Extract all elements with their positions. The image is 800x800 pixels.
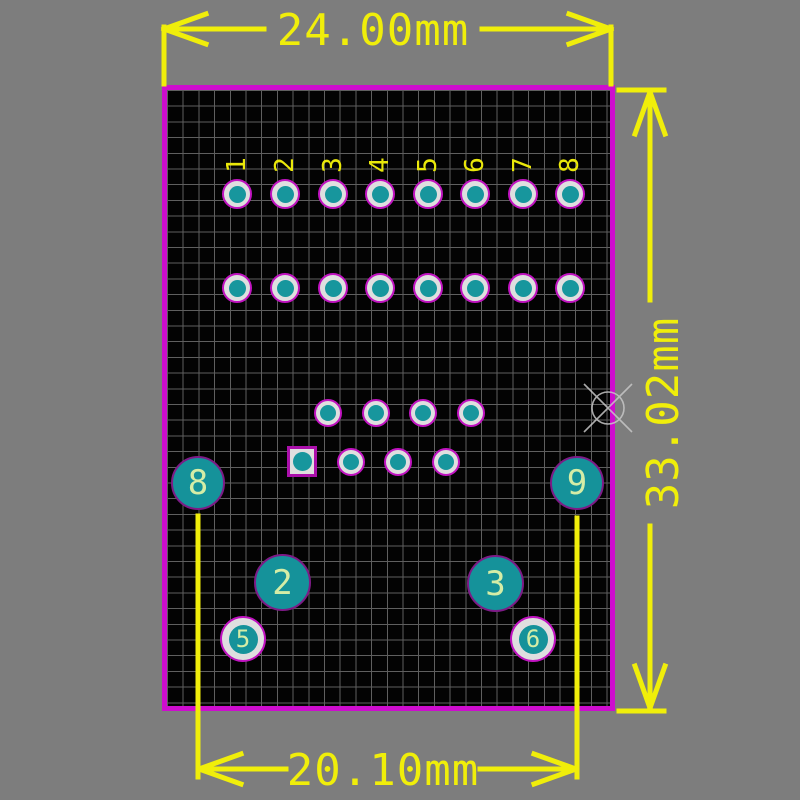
- through-hole-pad: [270, 273, 300, 303]
- pad-label: 6: [518, 624, 548, 654]
- pin-number-label: 1: [222, 157, 252, 173]
- ring-pad-6: 6: [510, 616, 556, 662]
- through-hole-pad: [413, 273, 443, 303]
- large-pad-8: 8: [171, 456, 225, 510]
- through-hole-pad: [222, 273, 252, 303]
- arrow-right-icon: [565, 10, 615, 48]
- through-hole-pad: [508, 273, 538, 303]
- small-via-pad: [409, 399, 437, 427]
- arrow-down-icon: [631, 662, 669, 712]
- through-hole-pad: [413, 179, 443, 209]
- arrow-right-icon: [530, 750, 580, 788]
- large-pad-9: 9: [550, 456, 604, 510]
- small-via-pad: [384, 448, 412, 476]
- through-hole-pad: [270, 179, 300, 209]
- pin-number-label: 4: [365, 157, 395, 173]
- pin-number-label: 8: [555, 157, 585, 173]
- pad-label: 3: [485, 563, 506, 604]
- large-pad-2: 2: [254, 554, 311, 611]
- pin-number-label: 2: [270, 157, 300, 173]
- small-via-pad: [432, 448, 460, 476]
- dimension-label-top: 24.00mm: [276, 5, 470, 56]
- through-hole-pad: [318, 273, 348, 303]
- dimension-label-right: 33.02mm: [638, 316, 689, 510]
- ring-pad-5: 5: [220, 616, 266, 662]
- arrow-left-icon: [160, 10, 210, 48]
- arrow-left-icon: [195, 750, 245, 788]
- pin-number-label: 5: [413, 157, 443, 173]
- through-hole-pad: [508, 179, 538, 209]
- through-hole-pad: [460, 179, 490, 209]
- large-pad-3: 3: [467, 555, 524, 612]
- through-hole-pad: [365, 179, 395, 209]
- small-via-pad: [337, 448, 365, 476]
- pad-label: 8: [187, 463, 209, 503]
- dimension-label-bottom: 20.10mm: [286, 745, 480, 796]
- through-hole-pad: [555, 273, 585, 303]
- pin-number-label: 3: [318, 157, 348, 173]
- through-hole-pad: [318, 179, 348, 209]
- through-hole-pad: [460, 273, 490, 303]
- small-via-pad: [362, 399, 390, 427]
- small-via-pad: [457, 399, 485, 427]
- small-via-pad: [314, 399, 342, 427]
- through-hole-pad: [555, 179, 585, 209]
- through-hole-pad: [365, 273, 395, 303]
- pin-number-label: 6: [460, 157, 490, 173]
- pin-number-label: 7: [508, 157, 538, 173]
- square-pin1-pad: [287, 446, 317, 477]
- pad-label: 2: [272, 562, 293, 603]
- pad-label: 5: [228, 624, 258, 654]
- arrow-up-icon: [631, 88, 669, 138]
- pad-label: 9: [566, 463, 588, 503]
- through-hole-pad: [222, 179, 252, 209]
